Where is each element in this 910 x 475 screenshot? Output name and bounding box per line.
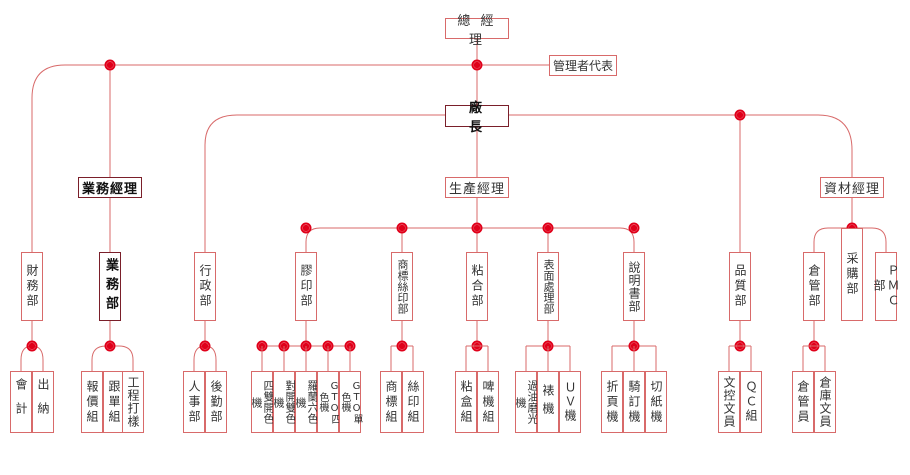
finance-dept-box: 財務部 [21,252,43,321]
offset-machine-5-box: GTO單色機 [339,371,362,433]
manual-dept-label: 說明書部 [627,260,641,313]
finance-dept-label: 財務部 [25,264,39,309]
quality-dept-box: 品質部 [729,252,751,321]
pmc-dept-box: ＰＭＣ部 [872,252,900,321]
gluing-dept-label: 粘合部 [470,264,484,309]
mgmt-rep-label: 管理者代表 [552,59,613,73]
sales-dept-label: 業務部 [103,258,118,315]
logistics-box: 後勤部 [205,371,227,433]
surface-dept-label: 表面處理部 [542,259,555,314]
gluing-dept-box: 粘合部 [466,252,488,321]
offset-dept-box: 膠印部 [295,252,317,321]
sales-manager-label: 業務經理 [81,182,138,197]
offset-dept-label: 膠印部 [299,264,313,309]
warehouse-clerk-box: 倉庫文員 [814,371,836,433]
quote-group-box: 報價組 [81,371,103,433]
factory-manager-box: 廠 長 [445,101,514,135]
qc-group-box: ＱＣ組 [740,371,762,433]
factory-manager-label: 廠 長 [468,101,518,135]
trademark-group-box: 商標組 [380,371,402,433]
logistics-label: 後勤部 [209,379,223,425]
offset-machine-3-box: 羅蘭六色機 [294,371,319,433]
sales-dept-box: 業務部 [99,252,121,321]
admin-dept-box: 行政部 [194,252,216,321]
warehouse-dept-label: 倉管部 [807,264,821,309]
offset-machine-3-label: 羅蘭六色機 [294,380,319,424]
manual-dept-box: 說明書部 [623,252,645,321]
offset-machine-4-box: GTO四色機 [317,371,340,433]
quote-group-label: 報價組 [85,379,99,425]
cashier-box: 出納 [32,371,54,433]
warehouse-keeper-label: 倉管員 [796,379,810,425]
trademark-group-label: 商標組 [384,379,398,425]
production-manager-box: 生產經理 [445,177,509,198]
paper-cutter-label: 切紙機 [649,379,663,425]
purchasing-dept-box: 采購部 [841,228,863,321]
box-gluing-group-label: 粘盒組 [459,379,473,425]
silkscreen-group-label: 絲印組 [406,379,420,425]
uv-machine-label: ＵＶ機 [563,381,577,423]
general-manager-box: 總 經 理 [445,14,509,48]
folding-machine-label: 折頁機 [605,379,619,425]
doc-control-clerk-label: 文控文員 [722,376,736,428]
mgmt-rep-box: 管理者代表 [549,55,617,76]
laminating-machine-label: 裱機 [541,384,555,420]
uv-machine-box: ＵＶ機 [559,371,581,433]
personnel-label: 人事部 [187,379,201,425]
warehouse-dept-box: 倉管部 [803,252,825,321]
doc-control-clerk-box: 文控文員 [718,371,740,433]
die-cut-group-box: 啤機組 [477,371,499,433]
accounting-label: 會計 [14,378,28,426]
offset-machine-1-box: 四雙開色機 [250,371,275,433]
silkscreen-group-box: 絲印組 [402,371,424,433]
paper-cutter-box: 切紙機 [645,371,667,433]
qc-group-label: ＱＣ組 [744,381,758,423]
box-gluing-group-box: 粘盒組 [455,371,477,433]
offset-machine-4-label: GTO四色機 [317,380,340,424]
follow-group-label: 跟單組 [107,379,121,425]
cashier-label: 出納 [36,378,50,426]
offset-machine-2-box: 對開雙色機 [272,371,297,433]
folding-machine-box: 折頁機 [601,371,623,433]
engineering-box: 工程打樣 [122,371,144,433]
pmc-dept-label: ＰＭＣ部 [872,264,900,309]
warehouse-clerk-label: 倉庫文員 [818,376,832,428]
varnish-machine-label: 過油磨光機 [514,380,539,424]
purchasing-dept-label: 采購部 [845,252,859,297]
laminating-machine-box: 裱機 [537,371,559,433]
quality-dept-label: 品質部 [733,264,747,309]
screen-dept-label: 商標絲印部 [396,259,409,314]
die-cut-group-label: 啤機組 [481,379,495,425]
general-manager-label: 總 經 理 [457,13,497,48]
surface-dept-box: 表面處理部 [537,252,559,321]
admin-dept-label: 行政部 [198,264,212,309]
engineering-label: 工程打樣 [126,376,140,428]
materials-manager-label: 資材經理 [823,182,880,197]
warehouse-keeper-box: 倉管員 [792,371,814,433]
offset-machine-2-label: 對開雙色機 [272,380,297,424]
materials-manager-box: 資材經理 [820,177,884,198]
offset-machine-5-label: GTO單色機 [339,380,362,424]
saddle-stitch-machine-label: 騎訂機 [627,379,641,425]
personnel-box: 人事部 [183,371,205,433]
production-manager-label: 生產經理 [448,182,505,197]
sales-manager-box: 業務經理 [78,177,142,198]
varnish-machine-box: 過油磨光機 [514,371,539,433]
offset-machine-1-label: 四雙開色機 [250,380,275,424]
accounting-box: 會計 [10,371,32,433]
saddle-stitch-machine-box: 騎訂機 [623,371,645,433]
screen-dept-box: 商標絲印部 [391,252,413,321]
